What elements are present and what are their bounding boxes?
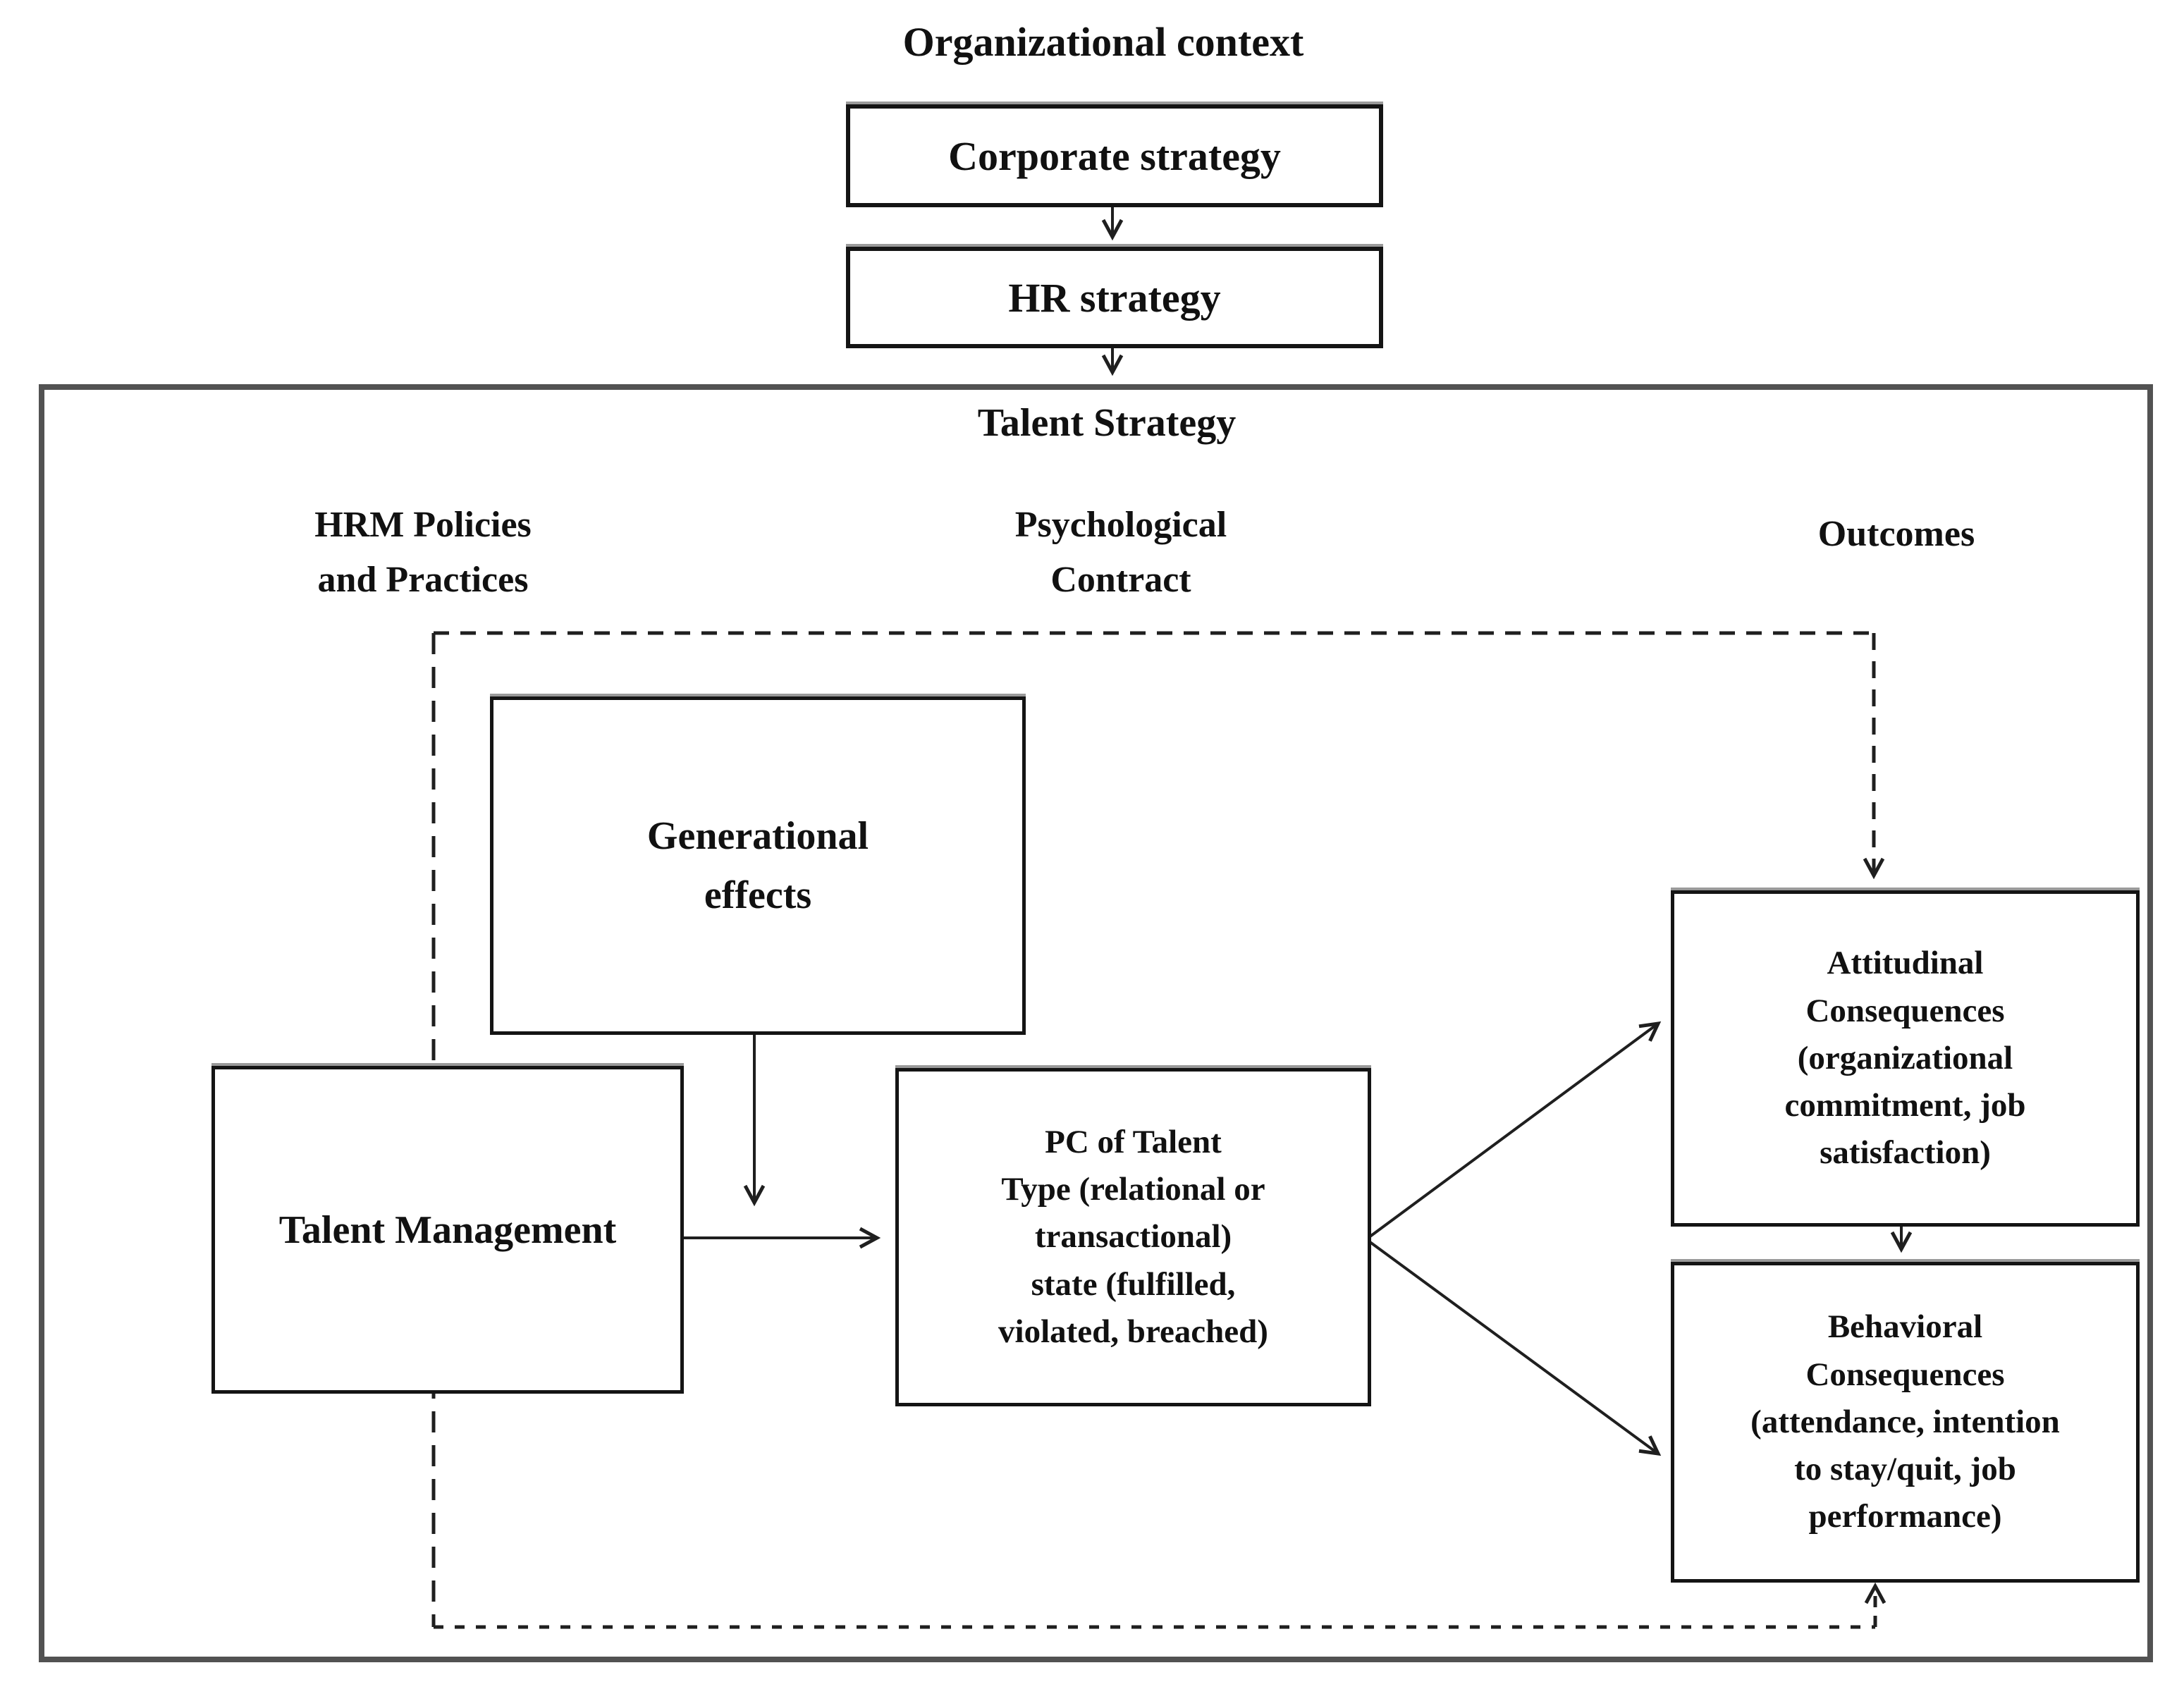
box-label-line: satisfaction) [1820,1134,1991,1172]
column-header-line: Psychological [1014,505,1227,545]
box-label: Corporate strategy [948,133,1281,179]
box-label-line: Consequences [1805,992,2005,1029]
hr-strategy-box: HR strategy [846,247,1383,348]
organizational-context-title: Organizational context [902,19,1304,65]
box-label: Talent Management [278,1208,617,1252]
box-label-line: Behavioral [1827,1308,1983,1346]
corporate-strategy-box: Corporate strategy [846,104,1383,207]
box-label-line: Generational [646,814,869,858]
talent-strategy-title: Talent Strategy [977,401,1237,445]
column-header-outcomes: Outcomes [1720,513,2073,555]
column-header-line: and Practices [317,560,529,600]
column-header-psychological-contract: Psychological Contract [945,498,1297,608]
box-label-line: state (fulfilled, [1031,1265,1236,1303]
arrow-pc-to-attitudinal [1365,1021,1662,1241]
column-header-line: HRM Policies [314,505,532,545]
talent-strategy-frame [39,384,2153,1662]
column-header-line: Outcomes [1817,514,1975,554]
behavioral-consequences-box: Behavioral Consequences (attendance, int… [1671,1262,2140,1583]
column-header-line: Contract [1050,560,1191,600]
box-label: HR strategy [1008,274,1221,321]
box-label-line: commitment, job [1784,1087,2026,1124]
box-label-line: Type (relational or [1001,1171,1265,1208]
box-label-line: PC of Talent [1045,1123,1222,1160]
pc-of-talent-box: PC of Talent Type (relational or transac… [895,1068,1371,1406]
box-label-line: (organizational [1797,1039,2013,1076]
box-label-line: effects [704,873,812,917]
column-header-hrm-policies: HRM Policies and Practices [247,498,599,608]
box-label-line: to stay/quit, job [1794,1451,2016,1488]
box-label-line: transactional) [1034,1218,1232,1256]
attitudinal-consequences-box: Attitudinal Consequences (organizational… [1671,890,2140,1227]
box-label-line: performance) [1808,1498,2002,1535]
generational-effects-box: Generational effects [490,696,1026,1035]
arrow-pc-to-behavioral [1365,1238,1662,1456]
box-label-line: Consequences [1805,1356,2005,1393]
box-label-line: Attitudinal [1827,945,1984,982]
box-label-line: violated, breached) [998,1313,1268,1350]
box-label-line: (attendance, intention [1750,1403,2060,1440]
talent-management-box: Talent Management [211,1066,684,1394]
